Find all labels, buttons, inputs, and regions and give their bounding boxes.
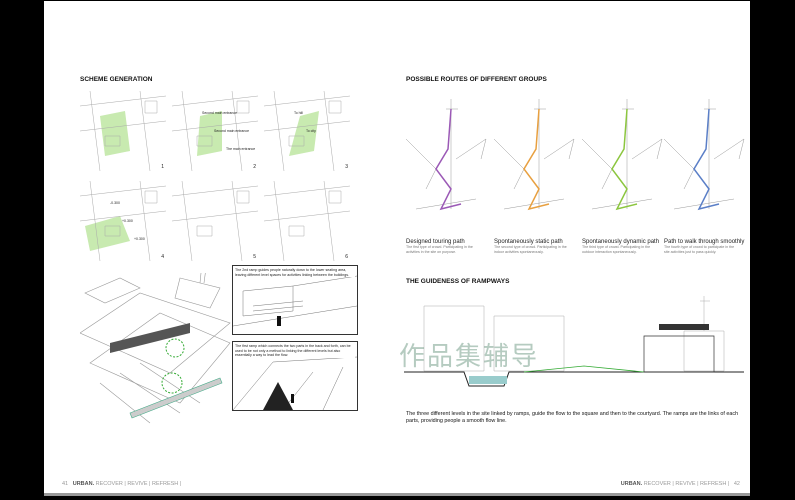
route-title: Spontaneously dynamic path <box>582 239 660 245</box>
thumbnail-label: Second main entrance <box>202 111 238 115</box>
thumbnail-number: 6 <box>345 254 348 260</box>
ramp-inset-1: The 2nd ramp guides people naturally dow… <box>232 265 358 335</box>
thumbnail-label: The main entrance <box>226 147 256 151</box>
inset-caption-2: The first ramp which connects the two pa… <box>235 344 355 358</box>
rampways-title: THE GUIDENESS OF RAMPWAYS <box>406 278 510 285</box>
routes-title: POSSIBLE ROUTES OF DIFFERENT GROUPS <box>406 76 547 83</box>
thumbnail-number: 2 <box>253 164 256 170</box>
thumbnail-label: Second main entrance <box>214 129 250 133</box>
thumbnail-label: +0.300 <box>122 219 133 223</box>
route-diagram <box>406 99 491 234</box>
thumbnail-label: -0.300 <box>110 201 120 205</box>
ramp-inset-2: The first ramp which connects the two pa… <box>232 341 358 411</box>
ramp-section-drawing <box>404 296 744 396</box>
thumbnail-label: To hill <box>294 111 303 115</box>
route-description: The first type of crowd. Participating i… <box>406 245 473 254</box>
route-description: The third type of crowd. Participating i… <box>582 245 651 254</box>
page-number: 41 <box>62 481 69 487</box>
route-title: Path to walk through smoothly <box>664 239 745 245</box>
footer-brand: URBAN. <box>620 481 643 487</box>
right-footer: URBAN. RECOVER | REVIVE | REFRESH | 42 <box>621 481 740 487</box>
route-title: Designed touring path <box>406 239 465 245</box>
route-diagram <box>494 99 579 234</box>
watermark: 作品集辅导 <box>399 341 540 371</box>
thumbnail-number: 3 <box>345 164 348 170</box>
thumbnail-number: 5 <box>253 254 256 260</box>
scheme-thumbnail: 1 <box>80 91 166 171</box>
thumbnail-number: 4 <box>161 254 164 260</box>
footer-brand: URBAN. <box>72 481 95 487</box>
route-description: The fourth type of crowd to participate … <box>664 245 735 254</box>
inset-caption-1: The 2nd ramp guides people naturally dow… <box>235 268 355 277</box>
left-footer: 41 URBAN. RECOVER | REVIVE | REFRESH | <box>62 481 181 487</box>
route-diagram <box>664 99 749 234</box>
route-title: Spontaneously static path <box>494 239 563 245</box>
scheme-thumbnail: To hill To city 3 <box>264 91 350 171</box>
ramp-description: The three different levels in the site l… <box>406 411 739 424</box>
route-description: The second type of crowd. Participating … <box>494 245 567 254</box>
scheme-thumbnail: 6 <box>264 181 350 261</box>
route-diagram <box>582 99 667 234</box>
thumbnail-label: +0.300 <box>134 237 145 241</box>
thumbnail-number: 1 <box>161 164 164 170</box>
scheme-generation-title: SCHEME GENERATION <box>80 76 153 83</box>
scheme-thumbnail: 5 <box>172 181 258 261</box>
footer-tagline: RECOVER | REVIVE | REFRESH | <box>95 481 182 487</box>
axonometric-drawing <box>80 273 240 428</box>
thumbnail-label: To city <box>306 129 316 133</box>
page-number: 42 <box>733 481 740 487</box>
scheme-thumbnail: -0.300 +0.300 +0.300 4 <box>80 181 166 261</box>
footer-tagline: RECOVER | REVIVE | REFRESH | <box>643 481 730 487</box>
